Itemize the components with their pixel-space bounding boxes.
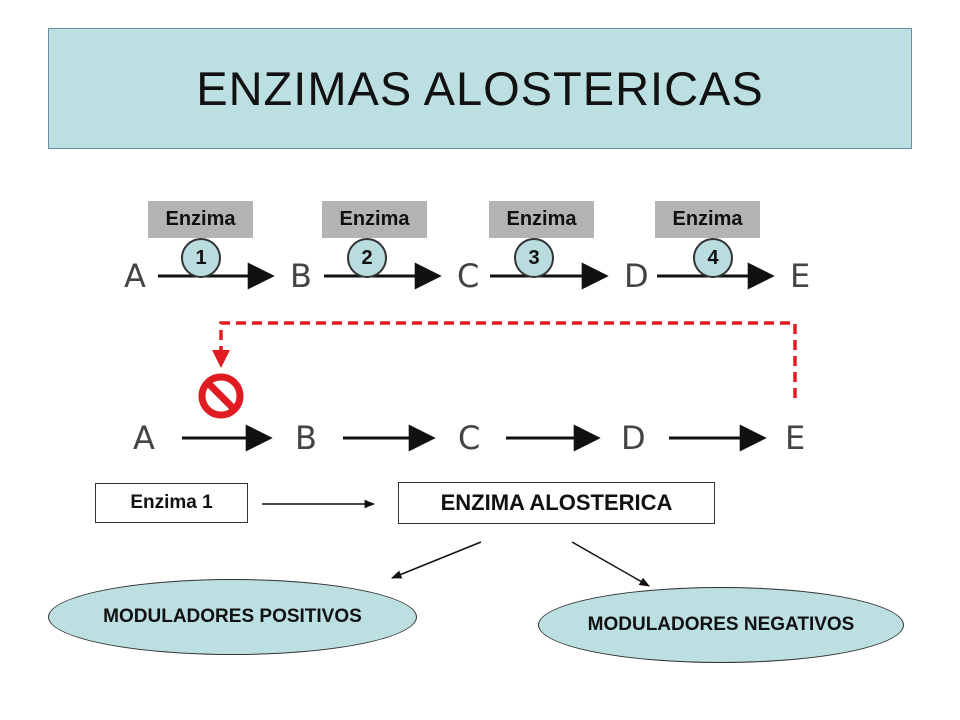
metabolite-b-top: B [290,257,312,295]
feedback-inhibition-line [219,321,797,398]
enzyme-label-2: Enzima [322,201,427,238]
negative-modulators-ellipse: MODULADORES NEGATIVOS [538,587,904,663]
enzyme-number-3: 3 [514,238,554,278]
enzyme-label-4: Enzima [655,201,760,238]
allosteric-enzyme-box: ENZIMA ALOSTERICA [398,482,715,524]
page-title: ENZIMAS ALOSTERICAS [196,62,764,115]
title-banner: ENZIMAS ALOSTERICAS [48,28,912,149]
enzyme-number-1: 1 [181,238,221,278]
arrow-to-positive [391,541,482,579]
metabolite-d-bottom: D [621,419,646,457]
metabolite-a-bottom: A [133,419,155,457]
positive-modulators-ellipse: MODULADORES POSITIVOS [48,579,417,655]
metabolite-e-bottom: E [785,419,806,457]
enzyme-number-4: 4 [693,238,733,278]
feedback-arrowhead [212,350,230,368]
arrow-to-negative [571,541,650,587]
metabolite-c-bottom: C [458,419,481,457]
metabolite-b-bottom: B [295,419,317,457]
enzyme-label-3: Enzima [489,201,594,238]
metabolite-c-top: C [457,257,480,295]
metabolite-a-top: A [124,257,146,295]
enzyme-label-1: Enzima [148,201,253,238]
inhibition-icon [198,373,244,419]
metabolite-e-top: E [790,257,811,295]
enzyme-1-box: Enzima 1 [95,483,248,523]
metabolite-d-top: D [624,257,649,295]
enzyme-number-2: 2 [347,238,387,278]
